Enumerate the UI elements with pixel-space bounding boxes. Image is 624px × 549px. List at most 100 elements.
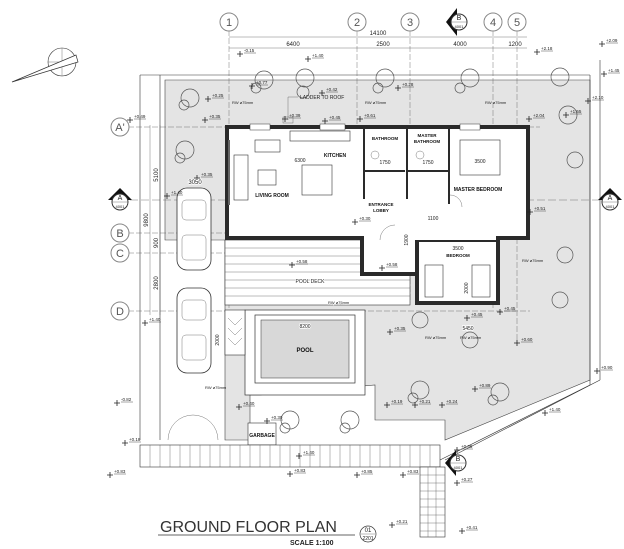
tree-icon	[460, 68, 480, 88]
tree-icon	[566, 151, 584, 169]
room-label-bathroom: BATHROOM	[372, 136, 398, 141]
grid-label: D	[116, 306, 124, 318]
paving	[139, 444, 446, 538]
level-marker: +1.40	[303, 450, 315, 455]
level-cross-icon	[454, 447, 460, 453]
level-marker: +0.77	[256, 80, 268, 85]
gate-swing	[192, 414, 219, 441]
level-marker: +0.45	[471, 312, 483, 317]
level-marker: +0.83	[114, 469, 126, 474]
rw-note: RW ø75mm	[365, 100, 387, 105]
level-cross-icon	[289, 262, 295, 268]
level-marker: +0.60	[521, 337, 533, 342]
level-marker: +0.41	[466, 525, 478, 530]
level-marker: +2.10	[592, 95, 604, 100]
gate-swing	[167, 414, 194, 441]
rw-note: RW ø75mm	[460, 335, 482, 340]
level-cross-icon	[585, 98, 591, 104]
dimension-lines: 14100 6400 2500 4000 1200 5100 9800 900 …	[143, 30, 527, 346]
car-icon	[176, 287, 212, 374]
tree-icon	[254, 70, 274, 90]
level-cross-icon	[389, 522, 395, 528]
tree-icon	[296, 85, 310, 99]
level-marker: +0.49	[134, 114, 146, 119]
tree-icon	[375, 68, 395, 88]
level-cross-icon	[601, 71, 607, 77]
level-marker: +0.21	[419, 399, 431, 404]
grid-bubble-5: 5	[507, 12, 527, 32]
level-cross-icon	[352, 219, 358, 225]
level-cross-icon	[205, 96, 211, 102]
level-marker: +0.18	[129, 437, 141, 442]
level-cross-icon	[514, 340, 520, 346]
dimension-label: 2000	[215, 334, 221, 345]
level-cross-icon	[599, 41, 605, 47]
rw-note: RW ø75mm	[205, 385, 227, 390]
level-marker: +0.58	[386, 262, 398, 267]
level-cross-icon	[497, 309, 503, 315]
grid-bubble-d: D	[110, 301, 130, 321]
level-cross-icon	[534, 49, 540, 55]
level-marker: +0.19	[391, 399, 403, 404]
room-label-master-bathroom: MASTER	[418, 133, 438, 138]
section-sheet: 4001	[116, 204, 126, 209]
level-cross-icon	[127, 117, 133, 123]
tree-icon	[411, 311, 429, 329]
level-cross-icon	[236, 404, 242, 410]
level-cross-icon	[264, 418, 270, 424]
section-sheet: 4001	[455, 24, 465, 29]
level-cross-icon	[400, 472, 406, 478]
rw-note: RW ø75mm	[522, 258, 544, 263]
grid-bubble-c: C	[110, 243, 130, 263]
pool: POOL	[244, 309, 366, 396]
level-cross-icon	[526, 116, 532, 122]
tree-icon	[487, 394, 499, 406]
grid-label: C	[116, 248, 124, 260]
level-marker: +1.40	[549, 407, 561, 412]
drawing-title: GROUND FLOOR PLAN	[160, 519, 337, 536]
tree-icon	[178, 99, 190, 111]
grid-label: 5	[514, 17, 520, 29]
tree-icon	[454, 82, 466, 94]
level-cross-icon	[107, 472, 113, 478]
room-label-master-bedroom: MASTER BEDROOM	[454, 187, 503, 193]
level-marker: +0.61	[364, 113, 376, 118]
level-marker: +0.45	[504, 306, 516, 311]
room-label-kitchen: KITCHEN	[324, 153, 347, 159]
level-marker: +0.28	[402, 82, 414, 87]
level-marker: +0.30	[271, 415, 283, 420]
level-marker: +0.35	[461, 444, 473, 449]
section-marker-b-bottom: B 4001	[445, 450, 467, 476]
level-cross-icon	[114, 400, 120, 406]
level-cross-icon	[319, 90, 325, 96]
level-marker: -0.82	[121, 397, 132, 402]
level-marker: +0.83	[294, 468, 306, 473]
level-marker: +0.83	[407, 469, 419, 474]
level-marker: +0.27	[461, 477, 473, 482]
level-cross-icon	[164, 193, 170, 199]
room-label-entrance-lobby: ENTRANCE	[368, 202, 393, 207]
dimension-label: 1750	[422, 160, 433, 166]
dimension-label: 1100	[428, 216, 439, 222]
level-cross-icon	[464, 315, 470, 321]
section-marker-a-right: A 4001	[598, 188, 622, 211]
level-cross-icon	[305, 56, 311, 62]
dimension-label: 3500	[474, 159, 485, 165]
level-cross-icon	[542, 410, 548, 416]
level-cross-icon	[249, 83, 255, 89]
drawing-title-block: GROUND FLOOR PLAN SCALE 1:100 01 2201	[158, 519, 377, 547]
dimension-label: 1200	[508, 42, 522, 48]
dimension-label: 5100	[154, 168, 160, 182]
level-cross-icon	[142, 320, 148, 326]
level-cross-icon	[296, 453, 302, 459]
level-marker: +0.51	[534, 206, 546, 211]
level-marker: +0.35	[201, 172, 213, 177]
grid-bubble-a-prime: A'	[110, 117, 130, 137]
tree-icon	[461, 331, 479, 349]
level-cross-icon	[384, 402, 390, 408]
level-cross-icon	[412, 402, 418, 408]
grid-label: B	[116, 228, 123, 240]
level-marker: +1.40	[171, 190, 183, 195]
section-marker-a-left: A 4001	[108, 188, 132, 211]
dimension-label: 4000	[453, 42, 467, 48]
